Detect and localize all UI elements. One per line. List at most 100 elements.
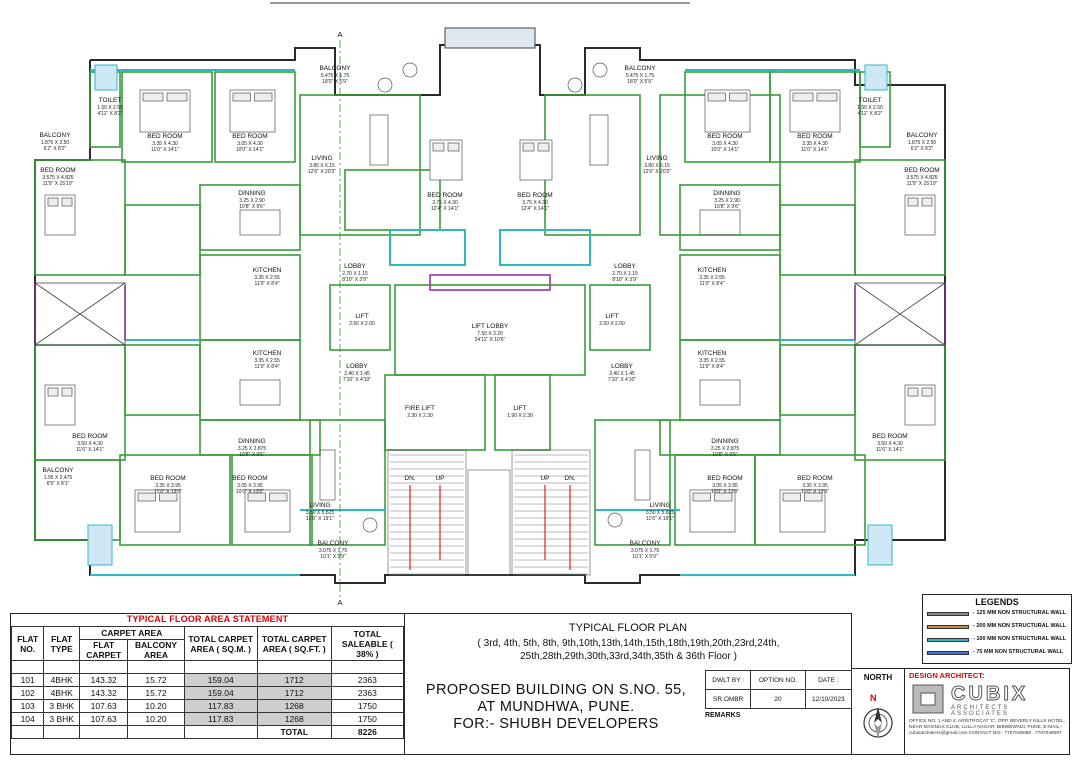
section-marker-top: A (337, 30, 342, 39)
legend-label: - 200 MM NON STRUCTURAL WALL (973, 623, 1067, 629)
room-name: BED ROOM (147, 133, 182, 140)
bed-icon (779, 489, 826, 533)
room-dims-ft: 11'6" X 14'1" (76, 447, 104, 453)
drawing-meta: DWLT BY : OPTION NO. DATE : SR.OMBR 20 1… (704, 670, 853, 756)
room-dims: 3.75 X 4.30 (522, 200, 548, 206)
room-dims-ft: 12'6" X 20'2" (643, 169, 671, 175)
cell-balcony: 15.72 (127, 686, 185, 700)
room-dims: 3.075 X 1.75 (631, 548, 660, 554)
architect-block: DESIGN ARCHITECT: CUBIX ARCHITECTS ASSOC… (905, 668, 1070, 755)
room-name: KITCHEN (253, 350, 282, 357)
section-line: A A (337, 30, 342, 607)
room-dims-ft: 7'10" X 4'10" (343, 377, 371, 383)
legend-item: - 75 MM NON STRUCTURAL WALL (927, 648, 1069, 658)
room-dims-ft: 11'0" X 8'4" (699, 281, 724, 287)
col-carpet-area: CARPET AREA (78, 626, 185, 640)
title-block: TYPICAL FLOOR PLAN ( 3rd, 4th, 5th, 8th,… (405, 613, 853, 756)
room-dims: 3.35 X 2.55 (699, 275, 725, 281)
cell-flat-no: 102 (10, 686, 45, 700)
legend-label: - 75 MM NON STRUCTURAL WALL (973, 649, 1064, 655)
cell-saleable: 1750 (330, 699, 405, 713)
date-value: 12/10/2023 (804, 689, 853, 709)
legends-title: LEGENDS (975, 597, 1019, 607)
room-dims-ft: 12'4" X 14'1" (521, 206, 549, 212)
room-dims-ft: 11'0" X 13'0" (801, 489, 829, 495)
north-compass-icon: N (863, 693, 893, 739)
room-dims: 3.35 X 2.55 (254, 275, 280, 281)
room-dims: 1.95 X 2.475 (44, 475, 73, 481)
legend-swatch (927, 612, 969, 616)
room-dims: 7.50 X 3.20 (477, 331, 503, 337)
room-dims-ft: 11'0" X 8'4" (254, 364, 279, 370)
dining-table-icon (239, 379, 281, 406)
legend-item: - 100 MM NON STRUCTURAL WALL (927, 635, 1069, 645)
room-dims: 3.35 X 4.30 (152, 141, 178, 147)
room-dims: 1.875 X 2.50 (908, 140, 937, 146)
room-dims: 3.575 X 4.825 (42, 175, 73, 181)
room-dims-ft: 10'8" X 9'5" (712, 452, 738, 458)
room-dims-ft: 8'10" X 3'9" (342, 277, 368, 283)
room-dims: 3.50 X 4.30 (877, 441, 903, 447)
legend-item: - 200 MM NON STRUCTURAL WALL (927, 622, 1069, 632)
cell-balcony: 10.20 (127, 712, 185, 726)
room-dims-ft: 10'1" X 5'9" (320, 554, 346, 560)
cell-saleable: 2363 (330, 673, 405, 687)
table-icon (592, 62, 608, 78)
bed-icon (704, 89, 751, 133)
cell-sqm: 117.83 (183, 699, 258, 713)
room-dims: 3.35 X 2.55 (254, 358, 280, 364)
room-dims-ft: 6'5" X 8'1" (47, 481, 70, 487)
col-flat-carpet: FLAT CARPET (78, 639, 129, 661)
col-balcony-area: BALCONY AREA (127, 639, 185, 661)
room-name: BED ROOM (797, 475, 832, 482)
table-icon (567, 77, 583, 93)
room-dims-ft: 10'8" X 9'6" (239, 204, 265, 210)
room-dims: 5.475 X 1.75 (321, 73, 350, 79)
room-dims: 3.575 X 4.825 (906, 175, 937, 181)
dining-table-icon (239, 209, 281, 236)
room-name: BED ROOM (797, 133, 832, 140)
bed-icon (429, 139, 463, 181)
room-dims: 3.05 X 3.95 (712, 483, 738, 489)
open-ducts (34, 282, 946, 346)
room-dims-ft: 7'10" X 4'10" (608, 377, 636, 383)
room-name: BED ROOM (517, 192, 552, 199)
room-name: LIVING (649, 502, 670, 509)
room-dims-ft: 11'0" X 13'0" (154, 489, 182, 495)
drawn-by-value: SR.OMBR (704, 689, 752, 709)
room-dims: 2.50 X 2.00 (349, 321, 375, 327)
room-name: FIRE LIFT (405, 405, 435, 412)
table-row: 103 3 BHK 107.63 10.20 117.83 1268 1750 (10, 699, 405, 713)
north-block: NORTH N (852, 668, 905, 755)
area-statement: TYPICAL FLOOR AREA STATEMENT FLAT NO. FL… (10, 613, 405, 755)
sofa-icon (634, 449, 651, 501)
room-name: KITCHEN (253, 267, 282, 274)
room-dims: 3.80 X 6.15 (309, 163, 335, 169)
room-dims: 3.075 X 1.75 (319, 548, 348, 554)
room-name: BED ROOM (707, 133, 742, 140)
furniture-beds (44, 89, 936, 533)
room-dims: 2.70 X 1.15 (342, 271, 368, 277)
room-name: BALCONY (906, 132, 938, 139)
room-dims-ft: 10'0" X 14'1" (236, 147, 264, 153)
architect-logo-icon (912, 684, 944, 714)
table-row: 104 3 BHK 107.63 10.20 117.83 1268 1750 (10, 712, 405, 726)
bed-icon (789, 89, 841, 133)
stair-dn-label: DN. (404, 475, 415, 482)
legend-swatch (927, 651, 969, 655)
stair-dn-label: DN. (564, 475, 575, 482)
